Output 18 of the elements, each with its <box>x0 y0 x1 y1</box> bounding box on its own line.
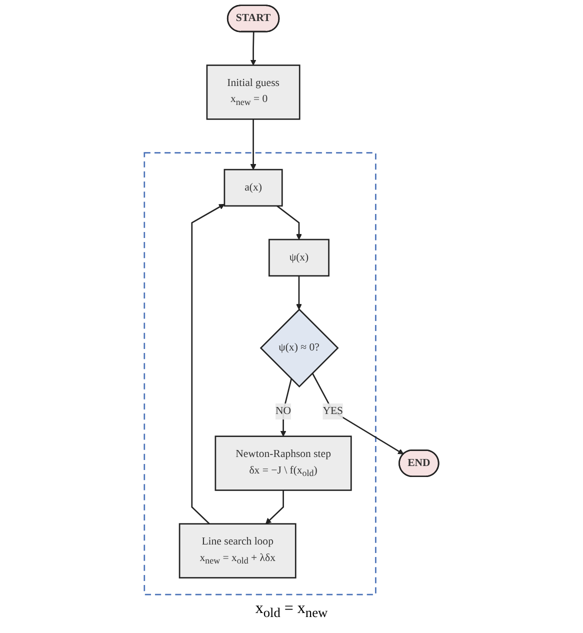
arrow <box>250 32 256 66</box>
arrow <box>250 119 256 170</box>
node-diamond: ψ(x) ≈ 0? <box>260 308 339 388</box>
node-box: Newton-Raphson step δx = −J \ f(x$_{old}$) <box>214 436 352 491</box>
arrow <box>280 378 292 437</box>
node-box: a(x) <box>224 168 283 207</box>
node-box: Initial guess x$_{new}$ = 0⃗ <box>206 64 300 120</box>
edge-label: YES <box>322 405 344 417</box>
arrow <box>296 276 302 310</box>
arrow <box>312 372 404 454</box>
arrow <box>276 205 302 240</box>
node-box: Line search loop x$_{new}$ = x$_{old}$ + λδx <box>178 523 296 578</box>
arrow <box>265 490 284 524</box>
node-box: ψ(x) <box>268 238 330 277</box>
edge-label: NO <box>276 405 292 417</box>
equation-label: x$_{old}$ = x$_{new}$ <box>255 600 328 617</box>
arrow <box>191 204 225 524</box>
cluster <box>144 152 376 596</box>
